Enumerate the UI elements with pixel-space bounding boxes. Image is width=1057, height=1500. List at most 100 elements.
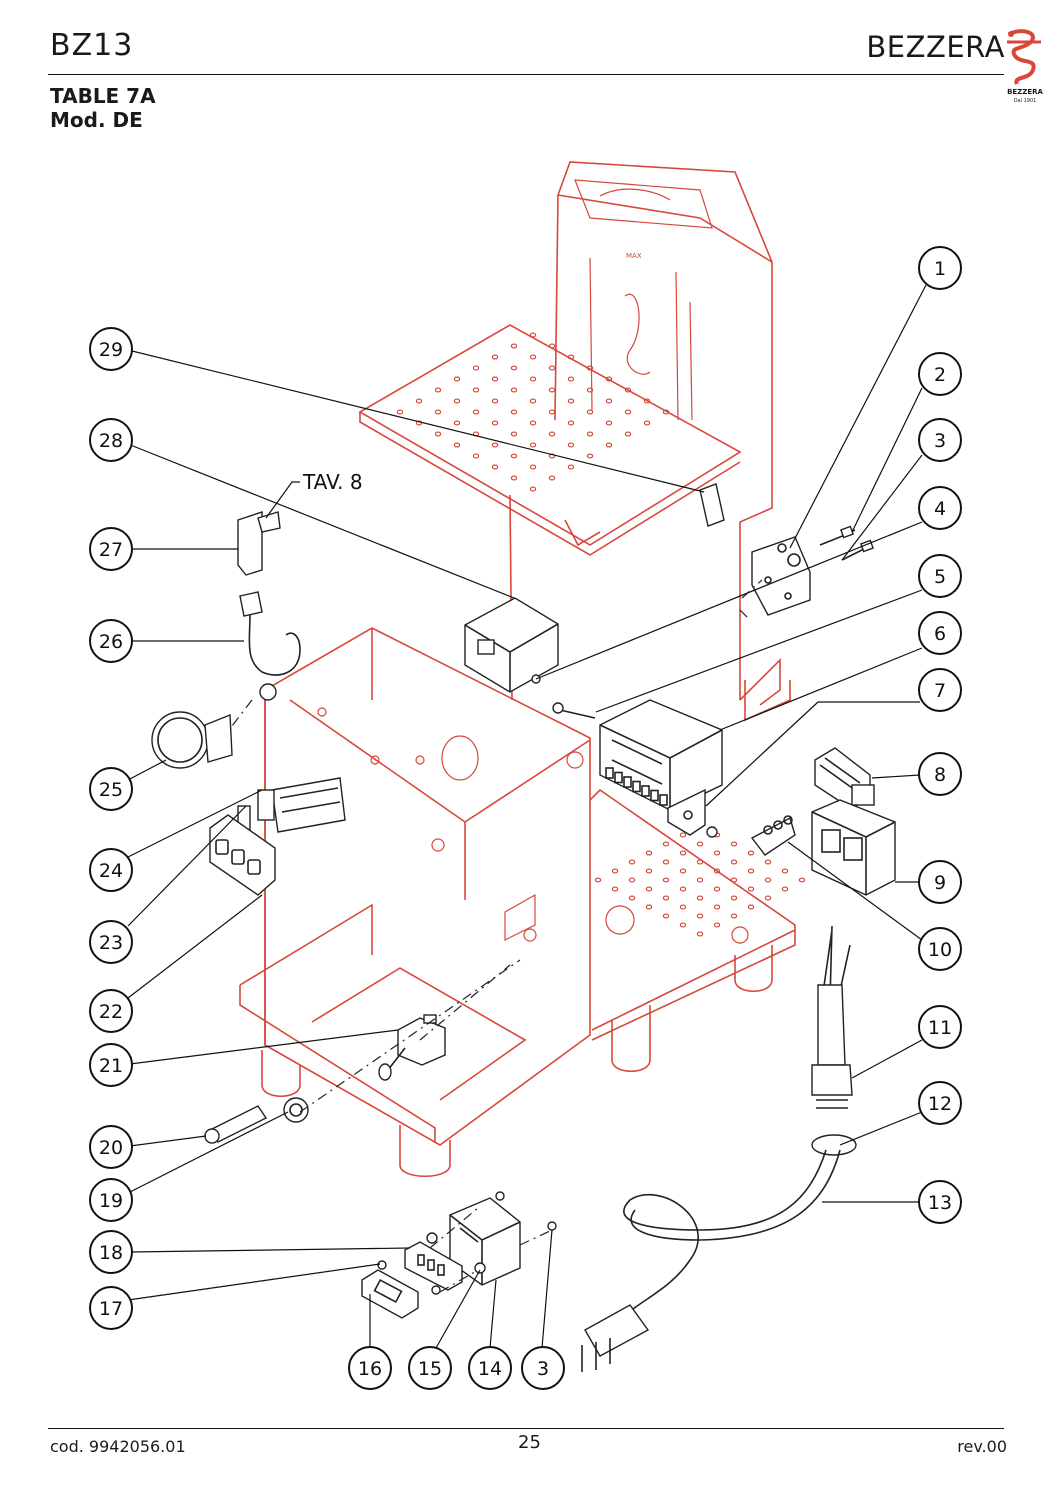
small-screws [377, 1191, 557, 1295]
terminal-screw [659, 794, 668, 806]
terminal-screw [632, 780, 641, 793]
callout-circle [918, 860, 962, 904]
perforation-hole [605, 398, 613, 404]
perforation-hole [529, 442, 537, 448]
pressure-gauge-25 [151, 711, 233, 769]
callout-number: 3 [537, 1358, 549, 1380]
perforation-hole [624, 387, 632, 393]
callout-circle [918, 246, 962, 290]
perforation-hole [781, 868, 789, 874]
callout-circle [918, 486, 962, 530]
callout-circle [89, 527, 133, 571]
perforation-hole [713, 886, 721, 892]
perforation-hole [586, 409, 594, 415]
callout-number: 26 [99, 631, 123, 653]
callout-number: 19 [99, 1190, 123, 1212]
perforation-hole [548, 387, 556, 393]
callout-circle [89, 1178, 133, 1222]
power-cord [581, 925, 857, 1372]
part-callout: 28 [89, 418, 133, 462]
part-callout: 3 [521, 1346, 565, 1390]
perforation-hole [662, 859, 670, 865]
callout-number: 11 [928, 1017, 952, 1039]
part-callout: 14 [468, 1346, 512, 1390]
callout-number: 8 [934, 764, 946, 786]
brand-sub-label: BEZZERA [1007, 88, 1043, 96]
header-rule [48, 74, 1004, 75]
perforation-hole [662, 877, 670, 883]
perforation-hole [781, 886, 789, 892]
callout-number: 5 [934, 566, 946, 588]
perforation-hole [611, 886, 619, 892]
perforation-hole [764, 859, 772, 865]
callout-circle [918, 1005, 962, 1049]
perforation-hole [611, 868, 619, 874]
terminal-block-10 [750, 815, 796, 856]
callout-number: 27 [99, 539, 123, 561]
perforation-hole [567, 420, 575, 426]
screw-7 [706, 826, 718, 838]
perforation-hole [415, 420, 423, 426]
perforation-hole [586, 431, 594, 437]
bracket-6 [667, 788, 706, 836]
part-callout: 25 [89, 767, 133, 811]
wire-harness-8 [814, 747, 875, 809]
callout-circle [918, 1180, 962, 1224]
model-title: BZ13 [50, 28, 134, 63]
perforation-hole [529, 420, 537, 426]
switch-block-1 [751, 536, 811, 616]
machine-feet [261, 945, 773, 1177]
perforation-hole [567, 376, 575, 382]
perforation-hole [594, 877, 602, 883]
lamp-holder-19 [283, 1097, 309, 1123]
perforation-hole [491, 398, 499, 404]
perforation-hole [798, 877, 806, 883]
part-callout: 29 [89, 327, 133, 371]
perforation-hole [510, 475, 518, 481]
callout-circle [918, 611, 962, 655]
perforation-hole [567, 398, 575, 404]
perforation-hole [730, 895, 738, 901]
callout-number: 22 [99, 1001, 123, 1023]
perforation-hole [510, 365, 518, 371]
perforation-hole [548, 343, 556, 349]
perforation-hole [643, 420, 651, 426]
callout-number: 9 [934, 872, 946, 894]
callout-number: 3 [934, 430, 946, 452]
harness-24 [257, 777, 346, 833]
perforation-hole [472, 365, 480, 371]
part-callout: 8 [918, 752, 962, 796]
perforation-hole [645, 850, 653, 856]
perforation-hole [624, 409, 632, 415]
water-tank: MAX [554, 161, 773, 700]
perforation-hole [491, 420, 499, 426]
terminal-screw [650, 789, 659, 802]
callout-circle [918, 352, 962, 396]
control-box [599, 699, 723, 811]
part-callouts: 1234567891011121329282726252423222120191… [89, 246, 962, 1390]
callout-circle [918, 927, 962, 971]
callout-circle [89, 619, 133, 663]
perforation-hole [491, 376, 499, 382]
callout-number: 23 [99, 932, 123, 954]
callout-number: 16 [358, 1358, 382, 1380]
tank-max-label: MAX [626, 252, 642, 260]
part-callout: 16 [348, 1346, 392, 1390]
revision-label: rev.00 [957, 1437, 1007, 1456]
callout-number: 25 [99, 779, 123, 801]
perforation-hole [434, 431, 442, 437]
callout-number: 4 [934, 498, 946, 520]
callout-circle [89, 920, 133, 964]
part-callout: 13 [918, 1180, 962, 1224]
part-callout: 23 [89, 920, 133, 964]
callout-number: 13 [928, 1192, 952, 1214]
callout-number: 14 [478, 1358, 502, 1380]
perforation-hole [510, 409, 518, 415]
perforation-hole [529, 464, 537, 470]
brand-year-label: Dal 1901 [1013, 98, 1037, 104]
perforation-hole [645, 886, 653, 892]
perforation-hole [713, 868, 721, 874]
perforation-hole [747, 868, 755, 874]
terminal-screw [641, 785, 650, 797]
